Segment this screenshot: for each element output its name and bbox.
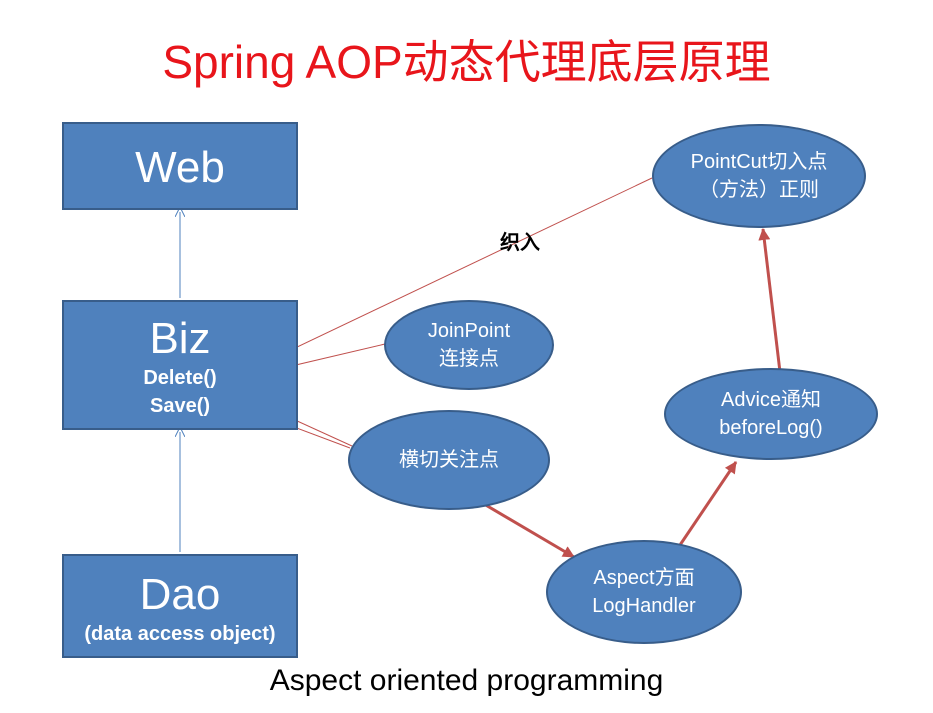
aspect-ellipse[interactable]: Aspect方面 LogHandler [546, 540, 742, 644]
joinpoint-ellipse[interactable]: JoinPoint 连接点 [384, 300, 554, 390]
arrow-advice-to-pointcut [758, 228, 782, 373]
crosscut-line1: 横切关注点 [399, 449, 499, 471]
aspect-line2: LogHandler [592, 595, 696, 617]
pointcut-line2: （方法）正则 [699, 179, 819, 201]
dao-box-label: Dao [139, 570, 221, 619]
arrow-pointcut-to-biz [232, 177, 653, 378]
joinpoint-line2: 连接点 [439, 348, 499, 370]
weave-label: 织入 [500, 232, 540, 254]
web-box-label: Web [135, 143, 225, 192]
biz-box-label: Biz [149, 314, 211, 363]
biz-box[interactable]: Biz Delete() Save() [62, 300, 298, 430]
page-title: Spring AOP动态代理底层原理 [162, 36, 771, 88]
advice-line1: Advice通知 [720, 389, 822, 411]
advice-line2: beforeLog() [719, 417, 823, 439]
joinpoint-line1: JoinPoint [427, 320, 511, 342]
arrow-crosscut-to-aspect [483, 502, 575, 559]
aspect-line1: Aspect方面 [593, 567, 695, 589]
arrow-aspect-to-advice [678, 461, 738, 546]
advice-ellipse[interactable]: Advice通知 beforeLog() [664, 368, 878, 460]
web-box[interactable]: Web [62, 122, 298, 210]
biz-method-delete: Delete() [143, 367, 217, 389]
crosscut-ellipse[interactable]: 横切关注点 [348, 410, 550, 510]
dao-box[interactable]: Dao (data access object) [62, 554, 298, 658]
pointcut-line1: PointCut切入点 [690, 151, 828, 173]
biz-method-save: Save() [149, 395, 211, 417]
pointcut-ellipse[interactable]: PointCut切入点 （方法）正则 [652, 124, 866, 228]
dao-box-subtitle: (data access object) [84, 623, 276, 645]
footer-caption: Aspect oriented programming [269, 664, 664, 697]
